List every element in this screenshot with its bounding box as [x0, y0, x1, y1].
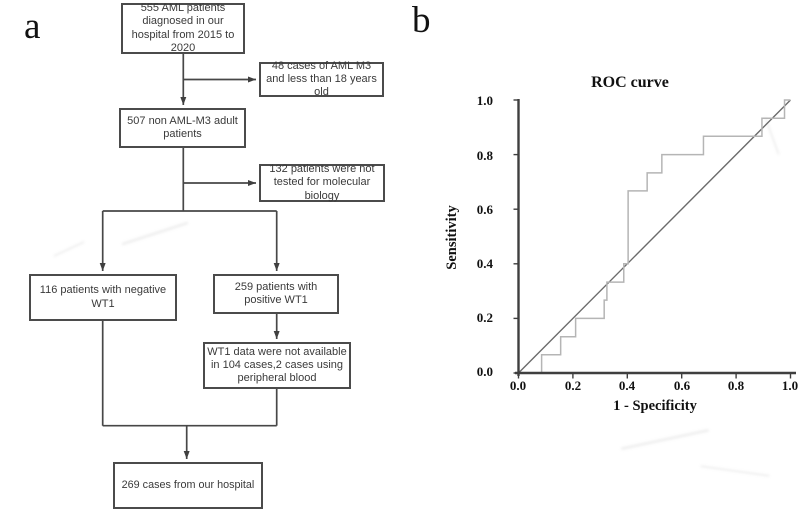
flow-node-total-patients: 555 AML patients diagnosed in our hospit…	[121, 2, 245, 54]
roc-plot	[513, 99, 796, 379]
x-tick-label: 0.6	[673, 378, 691, 393]
roc-reference-diagonal	[518, 99, 791, 374]
roc-x-axis-label: 1 - Specificity	[613, 398, 697, 414]
panel-b-label: b	[412, 0, 431, 41]
flow-node-non-m3-adult: 507 non AML-M3 adult patients	[119, 108, 246, 148]
y-tick-label: 0.4	[476, 256, 493, 271]
roc-chart-panel: ROC curve Sensitivity 1 - Specificity 1.…	[410, 0, 800, 511]
flow-node-positive-wt1: 259 patients with positive WT1	[213, 274, 339, 314]
x-tick-label: 0.0	[509, 378, 527, 393]
roc-step-curve	[518, 99, 791, 374]
panel-a-label: a	[24, 6, 41, 47]
y-tick-label: 0.2	[476, 310, 493, 325]
y-tick-label: 1.0	[476, 93, 493, 108]
flowchart-connectors	[99, 54, 280, 459]
x-tick-label: 0.2	[564, 378, 582, 393]
x-tick-label: 0.8	[727, 378, 745, 393]
x-tick-label: 1.0	[781, 378, 799, 393]
y-tick-label: 0.0	[476, 364, 493, 379]
patient-selection-flowchart: 555 AML patients diagnosed in our hospit…	[29, 2, 385, 509]
flow-node-wt1-data-unavailable: WT1 data were not available in 104 cases…	[203, 342, 351, 389]
y-tick-label: 0.8	[476, 148, 493, 163]
flow-node-final-cases: 269 cases from our hospital	[113, 462, 263, 509]
y-tick-label: 0.6	[476, 202, 493, 217]
flow-node-excluded-m3-under18: 48 cases of AML M3 and less than 18 year…	[259, 60, 384, 98]
roc-title: ROC curve	[591, 74, 669, 91]
flow-node-not-tested-molecular: 132 patients were not tested for molecul…	[259, 163, 385, 202]
flow-node-negative-wt1: 116 patients with negative WT1	[29, 274, 177, 321]
x-tick-label: 0.4	[618, 378, 636, 393]
